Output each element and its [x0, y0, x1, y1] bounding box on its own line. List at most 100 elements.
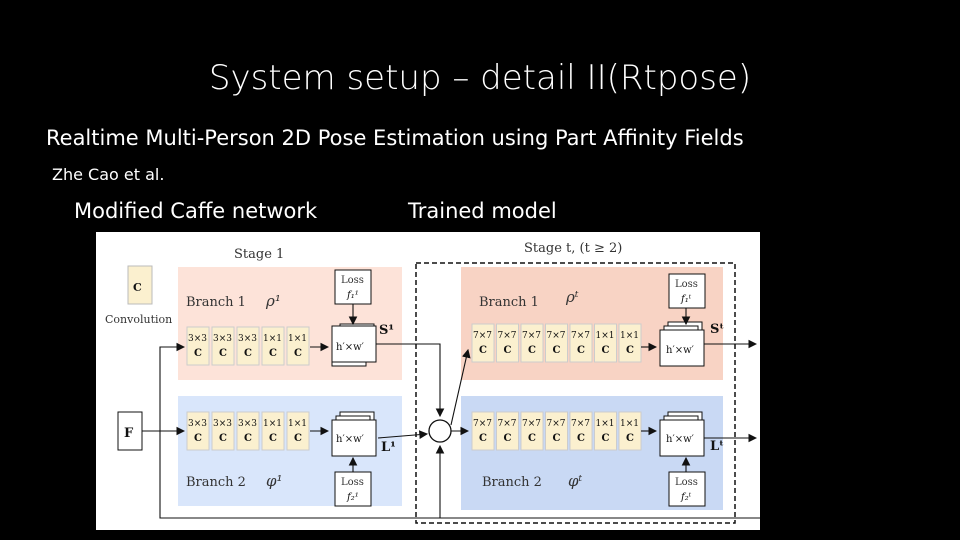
staget-branch2-conv-symbol-6: C — [626, 433, 634, 444]
paper-authors: Zhe Cao et al. — [52, 165, 165, 184]
staget-branch2-conv-kernel-0: 7×7 — [473, 419, 492, 429]
svg-text:Loss: Loss — [341, 275, 364, 286]
staget-branch1-conv-kernel-5: 1×1 — [596, 331, 615, 341]
paper-title: Realtime Multi-Person 2D Pose Estimation… — [46, 126, 744, 150]
stage1-branch1-symbol: ρ¹ — [265, 292, 281, 310]
stage1-branch2-conv-block-2 — [236, 411, 260, 451]
svg-text:f₁ᵗ: f₁ᵗ — [680, 294, 692, 305]
staget-branch2-conv-symbol-1: C — [504, 433, 512, 444]
staget-branch2-conv-block-1 — [496, 411, 519, 451]
staget-branch2-conv-symbol-0: C — [479, 433, 487, 444]
stage1-branch1-conv-block-4 — [286, 326, 310, 366]
staget-branch1-conv-kernel-4: 7×7 — [571, 331, 590, 341]
stage1-loss1-box: Loss f₁¹ — [334, 269, 372, 305]
staget-branch1-conv-kernel-2: 7×7 — [522, 331, 541, 341]
stage1-branch1-conv-kernel-4: 1×1 — [288, 334, 307, 344]
svg-text:f₂ᵗ: f₂ᵗ — [680, 492, 692, 503]
staget-branch1-conv-symbol-6: C — [626, 345, 634, 356]
stage1-branch2-conv-block-0 — [186, 411, 210, 451]
stage1-branch1-conv-symbol-3: C — [269, 348, 277, 359]
staget-branch2-conv-symbol-2: C — [528, 433, 536, 444]
svg-text:f₁¹: f₁¹ — [346, 290, 359, 301]
stage1-branch1-conv-symbol-2: C — [244, 348, 252, 359]
input-feature-box — [117, 411, 143, 451]
stage1-branch2-conv-symbol-3: C — [269, 433, 277, 444]
staget-branch1-conv-block-1 — [496, 323, 519, 363]
staget-label: Stage t, (t ≥ 2) — [524, 241, 622, 256]
stage1-branch1-conv-block-3 — [261, 326, 285, 366]
legend-conv-symbol: C — [133, 281, 142, 294]
staget-branch2-conv-kernel-2: 7×7 — [522, 419, 541, 429]
stage1-branch2-conv-block-4 — [286, 411, 310, 451]
staget-branch2-conv-block-0 — [471, 411, 495, 451]
staget-branch1-conv-symbol-0: C — [479, 345, 487, 356]
staget-output-L-stack: h′×w′ — [659, 411, 705, 457]
staget-branch2-conv-symbol-3: C — [553, 433, 561, 444]
stage1-label: Stage 1 — [234, 247, 284, 262]
legend-conv-block — [127, 265, 153, 305]
stage1-branch1-conv-kernel-2: 3×3 — [238, 334, 257, 344]
stage1-branch1-conv-kernel-3: 1×1 — [263, 334, 282, 344]
staget-branch1-conv-block-6 — [618, 323, 642, 363]
staget-branch2-label: Branch 2 — [482, 475, 542, 490]
staget-L-label: Lᵗ — [710, 439, 724, 454]
staget-branch1-conv-blocks: 7×7C7×7C7×7C7×7C7×7C1×1C1×1C — [471, 323, 642, 363]
staget-branch2-conv-kernel-5: 1×1 — [596, 419, 615, 429]
stage1-loss2-box: Loss f₂¹ — [334, 471, 372, 507]
stage1-branch1-label: Branch 1 — [186, 295, 246, 310]
staget-loss2-box: Loss f₂ᵗ — [668, 471, 706, 507]
stage1-L-label: L¹ — [381, 440, 396, 455]
stage1-branch2-conv-symbol-2: C — [244, 433, 252, 444]
staget-branch1-conv-kernel-6: 1×1 — [620, 331, 639, 341]
slide-title: System setup – detail II(Rtpose) — [208, 58, 752, 98]
staget-branch2-conv-kernel-1: 7×7 — [498, 419, 517, 429]
stage1-branch2-conv-kernel-0: 3×3 — [188, 419, 207, 429]
stage1-branch2-conv-symbol-1: C — [219, 433, 227, 444]
stage1-branch1-conv-kernel-1: 3×3 — [213, 334, 232, 344]
staget-branch1-conv-block-5 — [594, 323, 617, 363]
network-architecture-diagram: Stage 1 Stage t, (t ≥ 2) C Convolution F… — [96, 232, 760, 530]
stage1-branch1-conv-symbol-4: C — [294, 348, 302, 359]
staget-output-S-stack: h′×w′ — [659, 321, 705, 367]
stage1-branch2-conv-block-3 — [261, 411, 285, 451]
staget-branch2-conv-symbol-4: C — [577, 433, 585, 444]
staget-branch1-conv-symbol-3: C — [553, 345, 561, 356]
stage1-L-box-label: h′×w′ — [336, 434, 365, 445]
stage1-output-L-stack: h′×w′ — [331, 411, 377, 457]
staget-branch1-conv-block-2 — [520, 323, 544, 363]
staget-branch1-conv-symbol-2: C — [528, 345, 536, 356]
stage1-branch2-conv-blocks: 3×3C3×3C3×3C1×1C1×1C — [186, 411, 310, 451]
svg-text:f₂¹: f₂¹ — [346, 492, 359, 503]
staget-dashed-border — [415, 262, 736, 524]
stage1-branch1-conv-kernel-0: 3×3 — [188, 334, 207, 344]
modified-caffe-label: Modified Caffe network — [74, 199, 318, 223]
stage1-S-box-label: h′×w′ — [336, 342, 365, 353]
stage1-branch1-conv-block-1 — [211, 326, 235, 366]
staget-branch1-conv-kernel-1: 7×7 — [498, 331, 517, 341]
staget-branch2-symbol: φᵗ — [568, 472, 583, 490]
staget-branch2-conv-kernel-6: 1×1 — [620, 419, 639, 429]
stage1-branch2-conv-symbol-0: C — [194, 433, 202, 444]
concat-circle — [428, 419, 452, 443]
stage1-S-label: S¹ — [379, 323, 394, 338]
staget-branch2-conv-kernel-3: 7×7 — [547, 419, 566, 429]
stage1-branch2-conv-block-1 — [211, 411, 235, 451]
svg-text:Loss: Loss — [341, 477, 364, 488]
staget-branch2-conv-block-4 — [569, 411, 593, 451]
stage1-branch1-conv-block-0 — [186, 326, 210, 366]
svg-text:h′×w′: h′×w′ — [666, 345, 695, 356]
stage1-branch2-conv-kernel-2: 3×3 — [238, 419, 257, 429]
staget-branch2-conv-block-3 — [545, 411, 568, 451]
stage1-branch2-label: Branch 2 — [186, 475, 246, 490]
architecture-svg: Stage 1 Stage t, (t ≥ 2) C Convolution F… — [105, 241, 760, 524]
staget-branch2-conv-block-6 — [618, 411, 642, 451]
staget-branch2-conv-symbol-5: C — [602, 433, 610, 444]
staget-branch1-label: Branch 1 — [479, 295, 539, 310]
staget-branch1-conv-kernel-3: 7×7 — [547, 331, 566, 341]
staget-branch1-conv-block-4 — [569, 323, 593, 363]
input-feature-label: F — [124, 426, 134, 441]
stage1-branch2-conv-kernel-3: 1×1 — [263, 419, 282, 429]
staget-branch2-conv-kernel-4: 7×7 — [571, 419, 590, 429]
staget-S-label: Sᵗ — [710, 322, 724, 337]
staget-loss1-box: Loss f₁ᵗ — [668, 273, 706, 309]
